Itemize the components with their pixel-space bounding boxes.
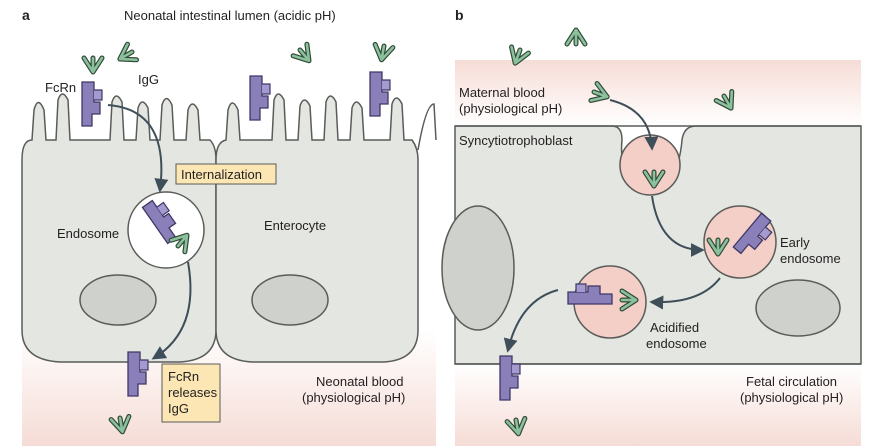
acidified-endosome-label-line-2: endosome — [646, 336, 707, 351]
release-box — [161, 363, 221, 423]
endosome-label: Endosome — [57, 226, 119, 241]
maternal-blood-label-line-1: Maternal blood — [459, 85, 545, 100]
release-label-line-3: IgG — [168, 401, 189, 416]
fetal-circulation-label-line-1: Fetal circulation — [746, 374, 837, 389]
internalization-box — [175, 163, 277, 185]
pinocytic-vesicle — [619, 134, 681, 196]
microvillus-edge — [417, 103, 437, 151]
to-early-endosome-arrow — [651, 195, 705, 257]
uptake-arrow — [609, 99, 659, 151]
fcrn-label: FcRn — [45, 80, 76, 95]
panel-b: b Maternal blood (physiological pH) Sync… — [441, 7, 862, 446]
release-label-line-1: FcRn — [168, 369, 199, 384]
syncytiotrophoblast-label: Syncytiotrophoblast — [459, 133, 573, 148]
to-acidified-endosome-arrow — [649, 277, 721, 310]
panel-b-letter: b — [455, 7, 464, 23]
release-arrow — [151, 261, 192, 360]
fetal-circulation-region — [455, 364, 861, 446]
fetal-circulation-label-line-2: (physiological pH) — [740, 390, 843, 405]
nucleus-left — [79, 274, 157, 326]
internalization-label: Internalization — [181, 167, 262, 182]
intestinal-lumen-label: Neonatal intestinal lumen (acidic pH) — [124, 8, 336, 23]
panel-a-letter: a — [22, 7, 30, 23]
maternal-blood-region — [455, 60, 861, 126]
acidified-endosome-label-line-1: Acidified — [650, 320, 699, 335]
nucleus-b-right — [755, 279, 841, 337]
release-label-line-2: releases — [168, 385, 218, 400]
igg-label: IgG — [138, 72, 159, 87]
exocytosis-arrow — [503, 289, 559, 353]
early-endosome-label-line-2: endosome — [780, 251, 841, 266]
internalization-arrow — [107, 104, 169, 193]
neonatal-blood-label-line-2: (physiological pH) — [302, 390, 405, 405]
maternal-blood-label-line-2: (physiological pH) — [459, 101, 562, 116]
neonatal-blood-label-line-1: Neonatal blood — [316, 374, 403, 389]
nucleus-b-left — [441, 205, 515, 331]
igg-maternal-2 — [567, 30, 585, 44]
enterocyte-label: Enterocyte — [264, 218, 326, 233]
panel-a: a Neonatal intestinal lumen (acidic pH) … — [21, 0, 437, 446]
early-endosome-label-line-1: Early — [780, 235, 810, 250]
nucleus-right — [251, 274, 329, 326]
